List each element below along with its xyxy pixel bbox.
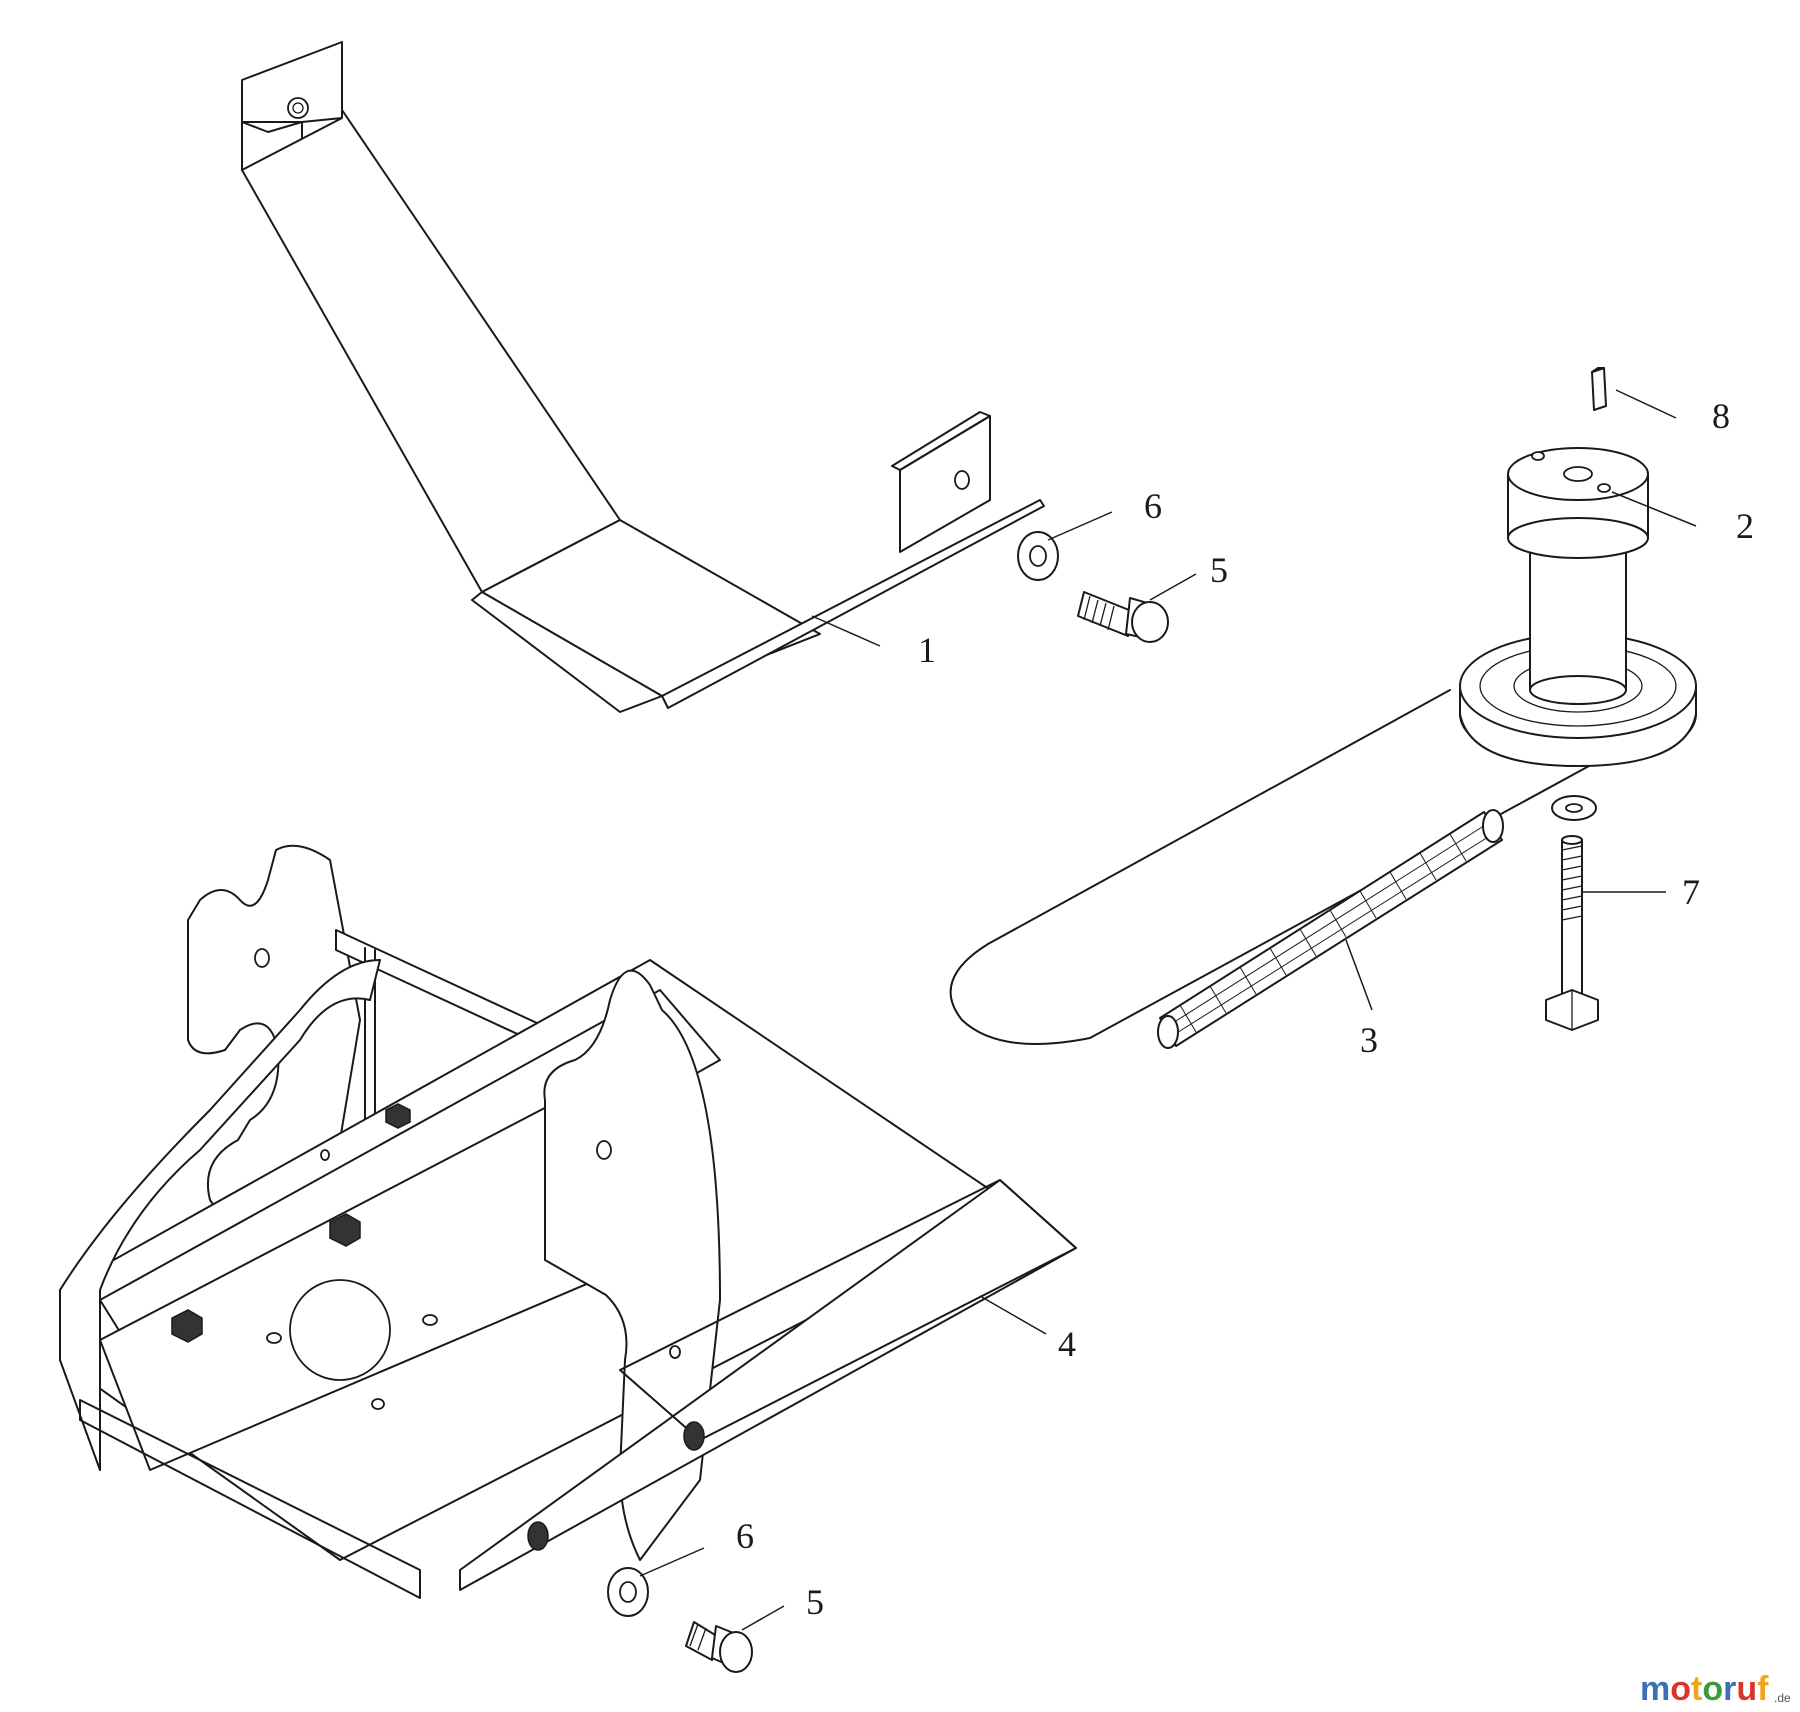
bolt-5-upper [1077,591,1169,643]
part-7-bolt [1545,795,1599,1031]
part-8-key [1591,367,1607,411]
bolt-5-lower [685,1621,753,1673]
nut-set [171,1103,705,1551]
part-3-spring [1157,809,1504,1049]
watermark-letter: u [1736,1670,1757,1708]
part-1-belt-guard [241,41,1045,713]
callout-8: 8 [1712,396,1730,436]
callout-2: 2 [1736,506,1754,546]
watermark-text: motoruf [1640,1670,1769,1708]
watermark-letter: f [1757,1670,1769,1708]
callout-3: 3 [1360,1020,1378,1060]
callout-6-lower: 6 [736,1516,754,1556]
watermark-letter: o [1702,1670,1723,1708]
callout-7: 7 [1682,872,1700,912]
washer-6-lower [607,1567,649,1617]
watermark-letter: o [1670,1670,1691,1708]
callout-5-upper: 5 [1210,550,1228,590]
watermark-letter: t [1691,1670,1702,1708]
callout-6-upper: 6 [1144,486,1162,526]
callout-4: 4 [1058,1324,1076,1364]
callout-labels: 1 2 3 4 5 5 6 6 7 8 [736,396,1754,1622]
watermark-suffix: .de [1774,1691,1791,1705]
callout-1: 1 [918,630,936,670]
watermark-letter: r [1723,1670,1736,1708]
part-2-spindle-pulley [1459,447,1697,767]
callout-5-lower: 5 [806,1582,824,1622]
part-4-engine-mount [59,844,1077,1599]
leader-lines [639,389,1697,1631]
washer-6-upper [1017,531,1059,581]
watermark-letter: m [1640,1670,1670,1708]
watermark-logo: motoruf .de [1640,1670,1791,1708]
drive-belt [949,689,1601,1045]
